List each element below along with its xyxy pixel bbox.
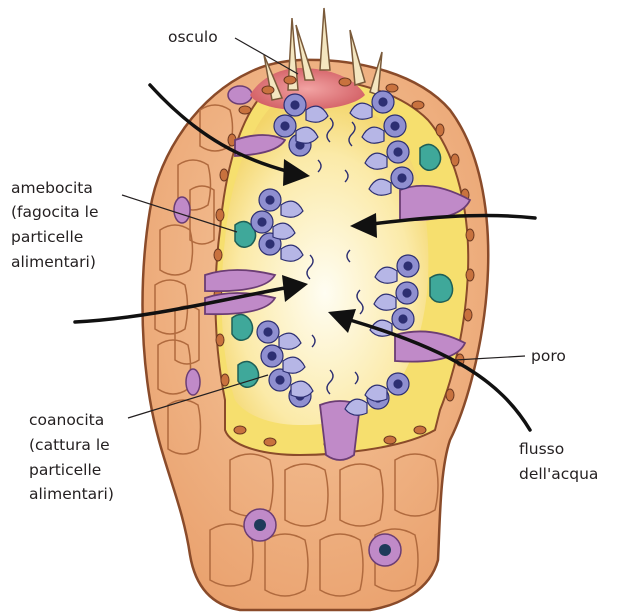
spicule xyxy=(320,8,330,70)
label-choanocyte: coanocita (cattura le particelle aliment… xyxy=(29,411,115,503)
amoebocyte-cell xyxy=(420,144,441,170)
label-osculum: osculo xyxy=(168,28,218,46)
label-amoebocyte: amebocita (fagocita le particelle alimen… xyxy=(11,179,103,271)
pore-cell-outer xyxy=(228,86,252,104)
amoebocyte-cell xyxy=(232,314,253,340)
pore-cell-outer xyxy=(186,369,200,395)
label-pore: poro xyxy=(531,347,566,365)
pore-cell-nucleus xyxy=(254,519,266,531)
pore-cell-nucleus xyxy=(379,544,391,556)
pore-cell-outer xyxy=(174,197,190,223)
amoebocyte-cell xyxy=(430,274,453,302)
label-water-flow: flusso dell'acqua xyxy=(519,440,598,483)
